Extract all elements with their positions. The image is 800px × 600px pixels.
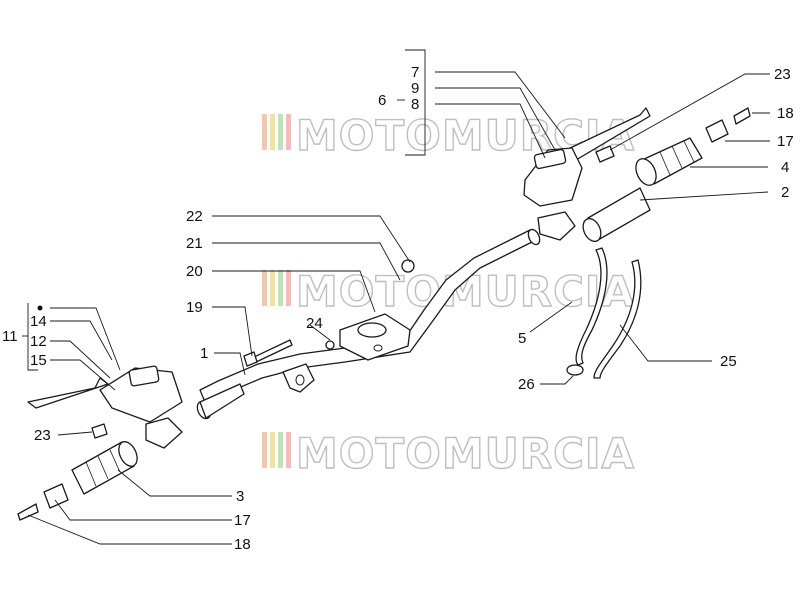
label-part-1: 1 — [200, 345, 208, 362]
bolt-head — [243, 351, 258, 367]
label-part-23-right: 23 — [774, 66, 791, 83]
left-switch-block — [128, 365, 160, 387]
left-brake-assembly — [27, 365, 183, 449]
label-part-22: 22 — [186, 208, 203, 225]
left-bar-end-part-17 — [43, 483, 69, 509]
label-part-18-right: 18 — [777, 105, 794, 122]
reservoir-cap — [533, 148, 567, 170]
watermark-stripe — [286, 432, 291, 468]
label-part-23-left: 23 — [34, 427, 51, 444]
right-bar-end-screw-part-18 — [733, 107, 751, 125]
grip-rib — [97, 455, 109, 480]
leader-lines — [22, 49, 770, 545]
left-bar-end-screw-part-18 — [17, 503, 39, 521]
watermark-stripe — [278, 114, 283, 150]
part-labels: 7 9 6 8 23 18 17 4 2 22 21 20 19 24 1 11… — [2, 64, 794, 553]
label-part-15: 15 — [30, 352, 47, 369]
cable-part-5 — [575, 247, 608, 366]
cable-part-25 — [593, 259, 642, 379]
washer-part-24 — [325, 340, 335, 350]
right-brake-assembly — [523, 107, 651, 241]
grip-rib — [659, 151, 671, 176]
grip-rib — [109, 449, 121, 473]
watermark-stripe — [262, 114, 267, 150]
handlebar-part-1 — [196, 228, 541, 420]
label-part-7: 7 — [411, 64, 419, 81]
right-clamp-bracket — [537, 211, 576, 241]
label-part-19: 19 — [186, 299, 203, 316]
watermark-stripe — [278, 432, 283, 468]
label-part-5: 5 — [518, 330, 526, 347]
label-part-20: 20 — [186, 263, 203, 280]
watermark-text: MOTOMURCIA — [296, 429, 635, 478]
nut-part-22 — [401, 259, 415, 273]
handlebar-left-stub — [199, 383, 245, 419]
bolt-part-19 — [243, 339, 293, 367]
label-part-12: 12 — [30, 333, 47, 350]
label-part-24: 24 — [306, 315, 323, 332]
watermark-stripe — [262, 432, 267, 468]
watermark-stripe — [286, 114, 291, 150]
watermark-stripe — [278, 270, 283, 306]
watermark-stripe — [270, 114, 275, 150]
watermark-bottom: MOTOMURCIA — [262, 428, 635, 479]
watermark-stripe — [286, 270, 291, 306]
right-bar-end-part-17 — [705, 119, 729, 143]
label-part-9: 9 — [411, 80, 419, 97]
left-master-cylinder — [99, 367, 183, 423]
label-part-6: 6 — [378, 92, 386, 109]
left-screw-part-23 — [91, 423, 108, 439]
handlebar-mount-bracket — [282, 363, 315, 393]
clamp-bore — [357, 322, 387, 338]
label-part-4: 4 — [781, 159, 789, 176]
label-part-3: 3 — [236, 488, 244, 505]
grip-rib — [85, 461, 97, 487]
label-part-26: 26 — [518, 376, 535, 393]
left-brake-lever — [27, 377, 109, 409]
watermark-stripe — [270, 432, 275, 468]
grip-rib — [683, 140, 695, 163]
cables — [566, 247, 642, 379]
right-screw-part-23 — [595, 145, 615, 163]
reference-dot — [37, 305, 43, 311]
label-part-14: 14 — [30, 313, 47, 330]
label-part-17-right: 17 — [777, 133, 794, 150]
handlebar-clamp — [325, 259, 415, 361]
label-part-8: 8 — [411, 96, 419, 113]
left-grip-assembly — [17, 441, 138, 521]
watermark-stripe — [262, 270, 267, 306]
label-part-2: 2 — [781, 184, 789, 201]
label-part-18-left: 18 — [234, 536, 251, 553]
label-part-11: 11 — [2, 328, 18, 345]
grip-rib — [671, 145, 683, 169]
handlebar-tube — [199, 229, 537, 403]
handlebar-right-end — [527, 228, 541, 246]
throttle-tube-end — [582, 217, 602, 243]
left-grip-end — [118, 441, 138, 467]
left-clamp-bracket — [145, 417, 183, 449]
right-grip-end — [635, 158, 657, 186]
label-part-21: 21 — [186, 235, 203, 252]
label-part-17-left: 17 — [234, 512, 251, 529]
label-part-25: 25 — [720, 353, 737, 370]
clamp-hole — [373, 344, 383, 352]
watermark-stripe — [270, 270, 275, 306]
cable-seal-part-26 — [566, 364, 584, 376]
right-grip-assembly — [582, 107, 751, 243]
bracket-hole — [295, 374, 305, 386]
